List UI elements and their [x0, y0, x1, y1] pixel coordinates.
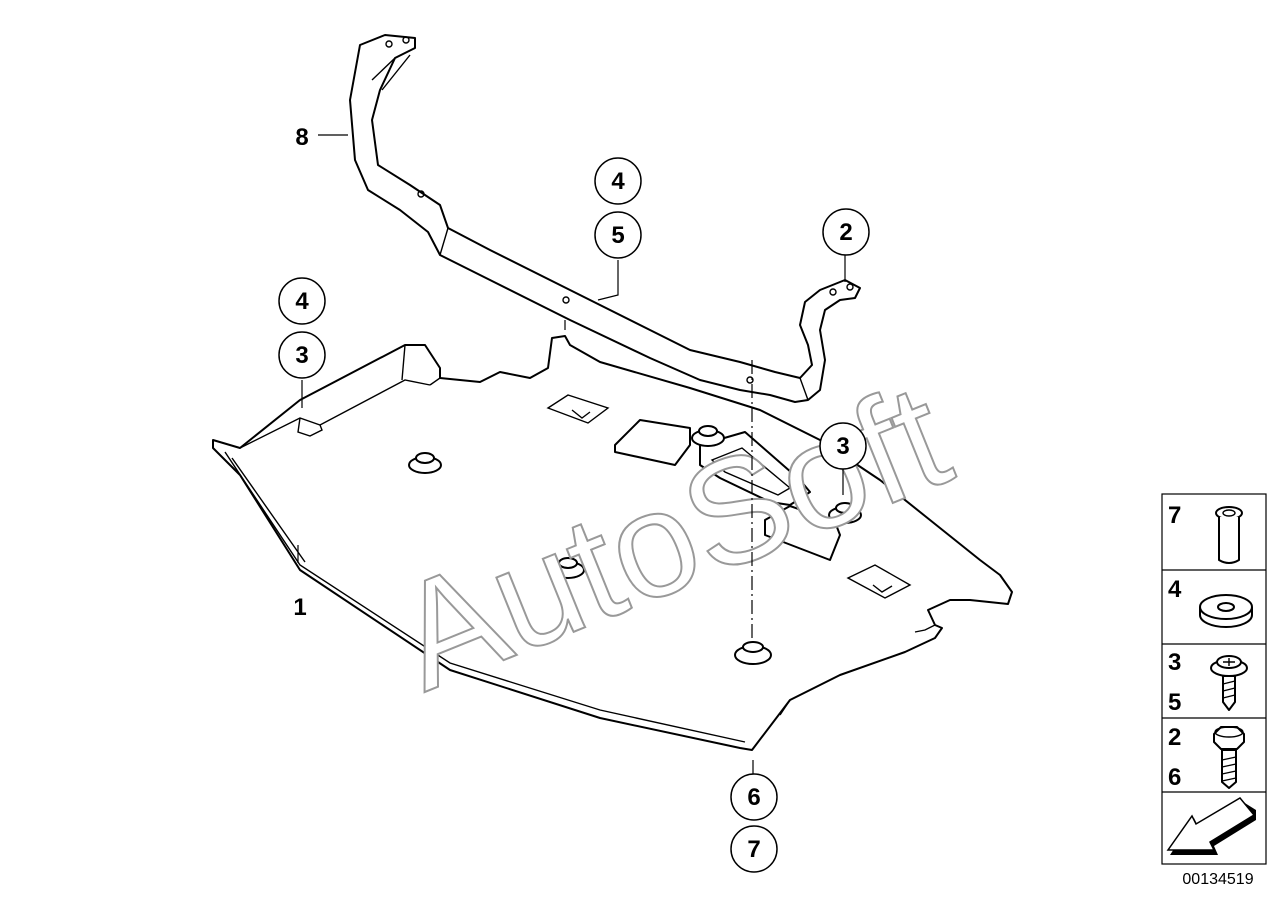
callout-top-5-text: 5 — [611, 222, 624, 249]
boss-5 — [734, 641, 772, 665]
callout-bottom-7-text: 7 — [747, 836, 760, 863]
legend-row-4: 2 6 — [1168, 724, 1245, 791]
washer-icon — [1199, 594, 1253, 628]
boss-2 — [551, 557, 585, 579]
legend-panel: 7 4 3 5 — [1161, 493, 1267, 865]
legend-row-3-num-a: 3 — [1168, 649, 1181, 676]
callout-right-3: 3 — [819, 422, 867, 470]
callout-bottom-6-text: 6 — [747, 784, 760, 811]
callout-top-5: 5 — [594, 211, 642, 259]
legend-row-4-num-b: 6 — [1168, 764, 1181, 791]
legend-row-2-num: 4 — [1168, 576, 1182, 603]
callout-left-4: 4 — [278, 277, 326, 325]
label-part-1: 1 — [293, 594, 306, 621]
callout-top-4-text: 4 — [611, 168, 625, 195]
expansion-nut-icon — [1215, 506, 1243, 564]
callout-right-3-text: 3 — [836, 433, 849, 460]
callout-bottom-7: 7 — [730, 825, 778, 873]
legend-row-4-num-a: 2 — [1168, 724, 1181, 751]
diagram-id: 00134519 — [1182, 871, 1253, 888]
callout-left-3-text: 3 — [295, 342, 308, 369]
cross-strut — [349, 34, 861, 403]
hex-bolt-icon — [1213, 726, 1245, 789]
direction-arrow-icon — [1166, 797, 1256, 855]
boss-3 — [691, 425, 725, 447]
callout-bottom-6: 6 — [730, 773, 778, 821]
callout-right-2-text: 2 — [839, 219, 852, 246]
callout-left-3: 3 — [278, 331, 326, 379]
collar-screw-icon — [1210, 655, 1248, 711]
callout-left-4-text: 4 — [295, 288, 309, 315]
legend-row-5 — [1166, 797, 1256, 855]
underbody-shield — [212, 335, 1013, 751]
legend-row-1: 7 — [1168, 502, 1243, 564]
legend-row-1-num: 7 — [1168, 502, 1181, 529]
legend-row-3-num-b: 5 — [1168, 689, 1181, 716]
boss-4 — [828, 502, 862, 524]
leader-lines — [297, 134, 846, 778]
callout-right-2: 2 — [822, 208, 870, 256]
legend-row-2: 4 — [1168, 576, 1253, 628]
legend-row-3: 3 5 — [1168, 649, 1248, 716]
callout-top-4: 4 — [594, 157, 642, 205]
boss-1 — [408, 452, 442, 474]
label-part-8: 8 — [295, 124, 308, 151]
